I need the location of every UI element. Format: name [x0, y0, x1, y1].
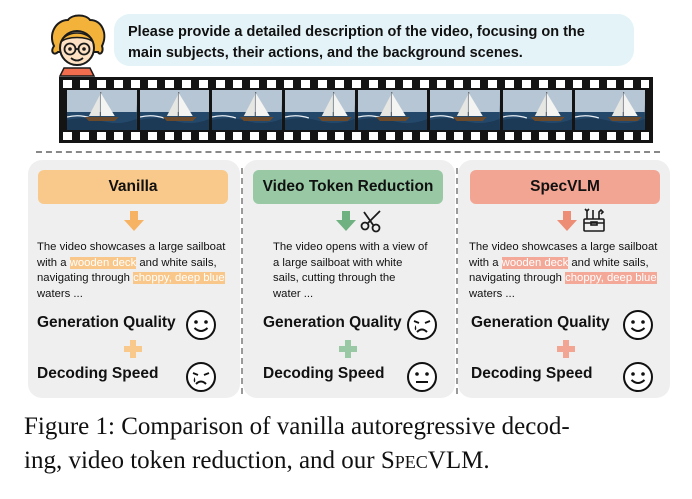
video-frames [67, 90, 645, 130]
output-text-segment: navigating through [37, 272, 134, 284]
crying-face-icon [407, 310, 437, 340]
output-text-line: with a wooden deck and white sails, [469, 256, 669, 272]
panel-separator [456, 168, 458, 394]
panel-separator [241, 168, 243, 394]
video-frame [575, 90, 645, 130]
caption-method-name: SpecVLM [380, 447, 484, 474]
sailboat-image [284, 90, 355, 130]
video-frame [139, 90, 210, 130]
prompt-line-2: main subjects, their actions, and the ba… [128, 45, 523, 61]
sailboat-image [357, 90, 428, 130]
video-frame [430, 90, 500, 130]
highlighted-phrase: wooden deck [501, 256, 569, 269]
video-token-reduction-title: Video Token Reduction [253, 170, 443, 204]
sailboat-image [67, 90, 137, 130]
output-text-segment: a large sailboat with white [273, 256, 403, 269]
output-text-line: with a wooden deck and white sails, [37, 256, 237, 272]
output-text-line: waters ... [469, 287, 669, 303]
decoding-speed-label: Decoding Speed [37, 365, 159, 382]
vanilla-output-text: The video showcases a large sailboat with… [37, 240, 237, 302]
video-film-strip [59, 77, 653, 143]
sailboat-image [139, 90, 210, 130]
decoding-speed-label: Decoding Speed [263, 365, 385, 382]
scissors-icon [360, 210, 381, 233]
caption-line-2-suffix: . [483, 447, 490, 474]
plus-icon [124, 340, 142, 358]
video-frame [502, 90, 573, 130]
plus-icon [339, 340, 357, 358]
caption-line-2: ing, video token reduction, and our Spec… [24, 444, 674, 478]
output-text-line: The video opens with a view of [273, 240, 453, 256]
output-text-segment: waters ... [37, 287, 83, 300]
specvlm-output-text: The video showcases a large sailboat with… [469, 240, 669, 302]
down-arrow-icon [336, 211, 356, 231]
down-arrow-icon [124, 211, 144, 231]
output-text-segment: The video opens with a view of [273, 241, 428, 253]
output-text-line: The video showcases a large sailboat [469, 240, 669, 256]
user-avatar-icon [50, 14, 106, 77]
output-text-line: navigating through choppy, deep blue [469, 271, 669, 287]
video-token-reduction-output-text: The video opens with a view of a large sa… [273, 240, 453, 302]
output-text-segment: water ... [273, 287, 314, 300]
sailboat-image [430, 90, 500, 130]
film-perforations-top [63, 80, 649, 88]
video-frame [357, 90, 428, 130]
highlighted-phrase: wooden deck [69, 256, 137, 269]
film-perforations-bottom [63, 132, 649, 140]
video-frame [67, 90, 137, 130]
prompt-bubble: Please provide a detailed description of… [114, 14, 634, 66]
prompt-line-1: Please provide a detailed description of… [128, 24, 585, 40]
generation-quality-label: Generation Quality [37, 314, 176, 331]
vanilla-title: Vanilla [38, 170, 228, 204]
caption-line-2-prefix: ing, video token reduction, and our [24, 447, 381, 474]
specvlm-title: SpecVLM [470, 170, 660, 204]
toolbox-icon [583, 208, 605, 232]
generation-quality-label: Generation Quality [263, 314, 402, 331]
output-text-line: water ... [273, 287, 453, 303]
sailboat-image [212, 90, 282, 130]
output-text-line: sails, cutting through the [273, 271, 453, 287]
happy-face-icon [623, 362, 653, 392]
output-text-segment: The video showcases a large sailboat [37, 241, 226, 253]
output-text-line: The video showcases a large sailboat [37, 240, 237, 256]
figure-caption: Figure 1: Comparison of vanilla autoregr… [24, 410, 674, 478]
happy-face-icon [186, 310, 216, 340]
generation-quality-label: Generation Quality [471, 314, 610, 331]
output-text-segment: waters ... [469, 287, 515, 300]
output-text-segment: and white sails, [568, 256, 649, 269]
output-text-segment: with a [469, 256, 502, 269]
output-text-line: a large sailboat with white [273, 256, 453, 272]
neutral-face-icon [407, 362, 437, 392]
decoding-speed-label: Decoding Speed [471, 365, 593, 382]
video-frame [212, 90, 282, 130]
caption-line-1: Figure 1: Comparison of vanilla autoregr… [24, 413, 570, 440]
output-text-segment: and white sails, [136, 256, 217, 269]
highlighted-phrase: choppy, deep blue [565, 272, 657, 284]
sailboat-image [575, 90, 645, 130]
video-frame [284, 90, 355, 130]
section-divider [36, 151, 660, 153]
output-text-line: navigating through choppy, deep blue [37, 271, 237, 287]
highlighted-phrase: choppy, deep blue [133, 272, 225, 284]
crying-face-icon [186, 362, 216, 392]
down-arrow-icon [557, 211, 577, 231]
plus-icon [557, 340, 575, 358]
output-text-line: waters ... [37, 287, 237, 303]
output-text-segment: sails, cutting through the [273, 272, 396, 284]
output-text-segment: navigating through [469, 272, 566, 284]
output-text-segment: The video showcases a large sailboat [469, 241, 658, 253]
happy-face-icon [623, 310, 653, 340]
output-text-segment: with a [37, 256, 70, 269]
sailboat-image [502, 90, 573, 130]
